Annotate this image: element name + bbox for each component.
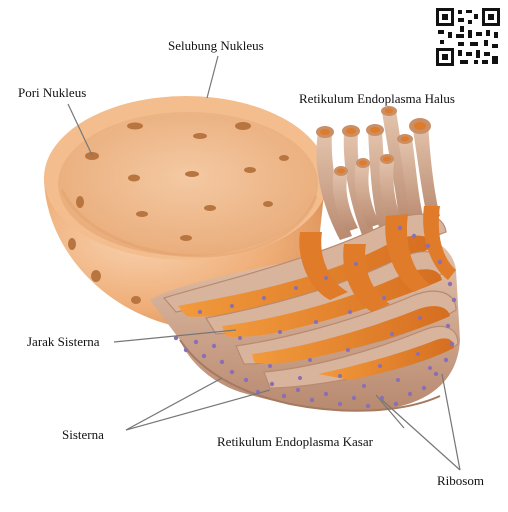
label-nuclear-envelope: Selubung Nukleus — [168, 38, 264, 53]
smooth-er — [316, 106, 440, 240]
rough-er — [150, 206, 460, 412]
label-cisternal-space: Jarak Sisterna — [27, 334, 100, 349]
leader-lines — [67, 55, 461, 471]
label-rough-er: Retikulum Endoplasma Kasar — [217, 434, 374, 449]
label-cisterna: Sisterna — [62, 427, 104, 442]
label-ribosome: Ribosom — [437, 473, 484, 488]
nuclear-pores — [68, 122, 289, 304]
ribosomes — [173, 225, 457, 409]
label-nuclear-pore: Pori Nukleus — [18, 85, 86, 100]
qr-code-icon — [436, 8, 500, 66]
label-smooth-er: Retikulum Endoplasma Halus — [299, 91, 455, 106]
